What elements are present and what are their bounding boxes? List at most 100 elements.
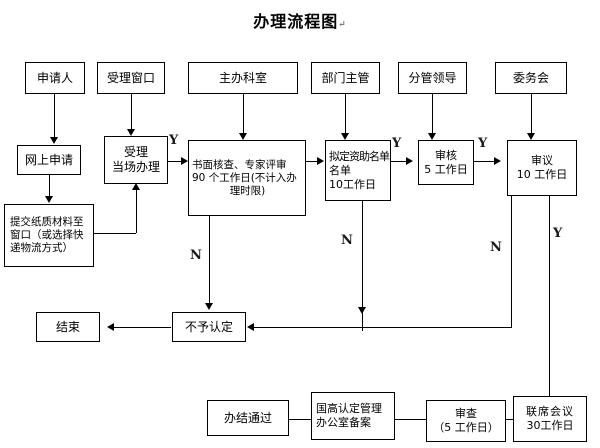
flag-text-audit-yes: Y: [478, 136, 488, 151]
node-deliberation[interactable]: 审议 10 工作日: [507, 140, 577, 196]
edge-host-to-review: [243, 94, 244, 133]
edge-accept-to-review-h: [168, 161, 184, 162]
node-joint-meeting-line1: 联席会议: [526, 405, 574, 418]
edge-label-audit-to-deliberation-yes: Y: [478, 136, 487, 151]
edge-applicant-to-online: [54, 94, 55, 138]
edge-label-deliberation-yes: Y: [553, 226, 562, 241]
node-division-leader[interactable]: 分管领导: [398, 62, 467, 94]
edge-committee-to-deliberation-arrow: [527, 133, 535, 140]
node-applicant[interactable]: 申请人: [25, 62, 85, 94]
node-joint-meeting-line2: 30工作日: [526, 419, 574, 432]
node-accept-onsite-line2: 当场办理: [111, 160, 160, 174]
edge-draft-to-audit-h: [391, 161, 408, 162]
edge-label-review-no: N: [190, 248, 202, 263]
node-audit-line2: 5 工作日: [424, 162, 468, 176]
node-department-head[interactable]: 部门主管: [311, 62, 380, 94]
node-department-head-label: 部门主管: [321, 70, 370, 85]
edge-window-to-accept-arrow: [127, 129, 135, 136]
node-written-review-line1: 书面核查、专家评审: [192, 158, 287, 171]
node-online-application[interactable]: 网上申请: [17, 145, 81, 175]
node-joint-meeting[interactable]: 联席会议 30工作日: [513, 396, 587, 442]
node-division-leader-label: 分管领导: [408, 70, 457, 85]
flag-text-deliberation-no: N: [490, 240, 502, 255]
node-draft-list[interactable]: 拟定资助名单 名单 10工作日: [325, 140, 391, 201]
node-completed-pass[interactable]: 办结通过: [207, 400, 289, 436]
edge-deliberation-yes-v: [549, 196, 550, 396]
edge-label-draft-no: N: [341, 233, 353, 248]
node-audit[interactable]: 审核 5 工作日: [418, 140, 474, 185]
edge-online-to-submit: [49, 175, 50, 197]
node-written-review-line3: 理时限): [229, 184, 266, 197]
edge-review-to-draft-arrow: [317, 157, 324, 165]
edge-review-to-draft-h: [306, 161, 319, 162]
node-not-recognized-label: 不予认定: [184, 319, 233, 334]
edge-audit-to-deliberation-arrow: [494, 157, 501, 165]
node-examination[interactable]: 审查 （5 工作日）: [426, 400, 506, 442]
node-filing-office-line2: 办公室备案: [316, 416, 371, 429]
edge-filing-to-completed-h: [289, 419, 312, 420]
edge-label-draft-to-audit-yes: Y: [392, 136, 401, 151]
edge-audit-to-deliberation-h: [474, 161, 496, 162]
edge-review-no-arrow: [205, 303, 213, 310]
edge-window-to-accept: [131, 94, 132, 130]
edge-submit-to-accept-h: [94, 233, 136, 234]
flag-text-accept-yes: Y: [169, 133, 179, 148]
edge-accept-to-review-arrow: [181, 157, 188, 165]
node-draft-list-line3: 10工作日: [329, 177, 376, 191]
edge-dept-to-draft: [345, 94, 346, 133]
node-submit-paper[interactable]: 提交纸质材料至 窗口（或选择快 递物流方式）: [4, 204, 94, 267]
node-filing-office[interactable]: 国高认定管理 办公室备案: [311, 392, 395, 440]
flag-text-draft-yes: Y: [392, 136, 402, 151]
node-submit-paper-line1: 提交纸质材料至: [10, 216, 84, 228]
node-not-recognized[interactable]: 不予认定: [172, 312, 246, 342]
edge-applicant-to-online-arrow: [50, 137, 58, 144]
node-written-review-line2: 90 个工作日(不计入办: [192, 171, 297, 184]
node-completed-pass-label: 办结通过: [223, 410, 272, 425]
node-committee-meeting-label: 委务会: [512, 70, 549, 85]
node-host-office-label: 主办科室: [218, 70, 267, 85]
edge-dept-to-draft-arrow: [341, 133, 349, 140]
edge-label-deliberation-no: N: [490, 240, 502, 255]
node-examination-line2: （5 工作日）: [433, 421, 499, 434]
flag-text-draft-no: N: [341, 233, 353, 248]
node-committee-meeting[interactable]: 委务会: [495, 62, 567, 94]
node-audit-line1: 审核: [435, 148, 457, 162]
edge-notrec-to-end-h: [113, 327, 171, 328]
page-title: 办理流程图↵: [0, 8, 600, 32]
node-acceptance-window[interactable]: 受理窗口: [97, 62, 165, 94]
edge-committee-to-deliberation: [531, 94, 532, 133]
node-draft-list-line1: 拟定资助名单: [329, 149, 390, 163]
edge-draft-no-v: [362, 201, 363, 331]
edge-host-to-review-arrow: [239, 133, 247, 140]
edge-deliberation-no-h: [254, 327, 512, 328]
node-end-label: 结束: [55, 319, 80, 334]
edge-exam-to-filing-h: [395, 419, 427, 420]
node-online-application-label: 网上申请: [24, 152, 73, 167]
edge-deliberation-no-arrow: [247, 323, 254, 331]
node-draft-list-line2: 名单: [329, 163, 351, 177]
edge-draft-to-audit-arrow: [406, 157, 413, 165]
node-submit-paper-line2: 窗口（或选择快: [10, 229, 84, 241]
node-accept-onsite-line1: 受理: [123, 145, 148, 159]
edge-review-no-v: [209, 216, 210, 304]
node-applicant-label: 申请人: [36, 70, 73, 85]
edge-leader-to-audit: [432, 94, 433, 133]
edge-submit-to-accept-v: [136, 190, 137, 233]
title-pilcrow-mark: ↵: [338, 20, 347, 30]
edge-notrec-to-end-arrow: [107, 323, 114, 331]
page-title-text: 办理流程图: [253, 12, 339, 31]
node-examination-line1: 审查: [455, 407, 477, 420]
node-written-review[interactable]: 书面核查、专家评审 90 个工作日(不计入办 理时限): [188, 140, 306, 216]
node-deliberation-line2: 10 工作日: [516, 168, 568, 181]
flag-text-deliberation-yes: Y: [553, 226, 563, 241]
node-accept-onsite[interactable]: 受理 当场办理: [104, 136, 168, 184]
node-deliberation-line1: 审议: [531, 154, 553, 167]
node-submit-paper-line3: 递物流方式）: [10, 242, 73, 254]
edge-draft-no-arrow: [358, 307, 366, 314]
node-end[interactable]: 结束: [36, 312, 100, 342]
edge-label-accept-to-review-yes: Y: [169, 133, 178, 148]
edge-online-to-submit-arrow: [45, 196, 53, 203]
node-host-office[interactable]: 主办科室: [188, 62, 298, 94]
edge-leader-to-audit-arrow: [428, 133, 436, 140]
